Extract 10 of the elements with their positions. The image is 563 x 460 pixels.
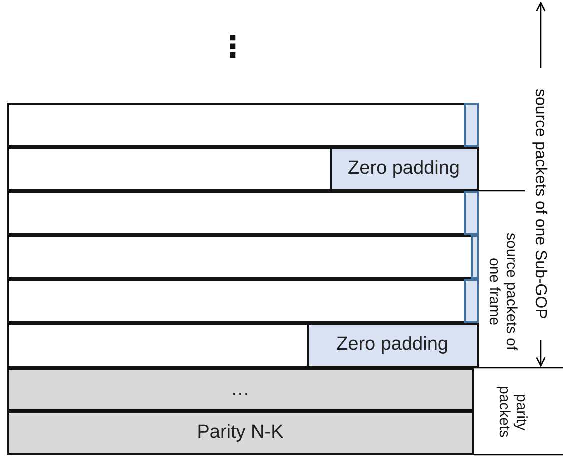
padding-box: Zero padding	[330, 146, 478, 191]
padding-strip	[464, 102, 478, 147]
dimension-label: source packets of one Sub-GOP	[532, 68, 549, 340]
padding-strip	[470, 234, 478, 279]
vertical-ellipsis: ⋮	[218, 30, 248, 66]
parity-row: Parity N-K	[7, 411, 474, 455]
parity-row: …	[7, 368, 474, 411]
padding-strip	[464, 190, 478, 235]
padding-box: Zero padding	[306, 322, 478, 368]
padding-strip	[464, 278, 478, 323]
